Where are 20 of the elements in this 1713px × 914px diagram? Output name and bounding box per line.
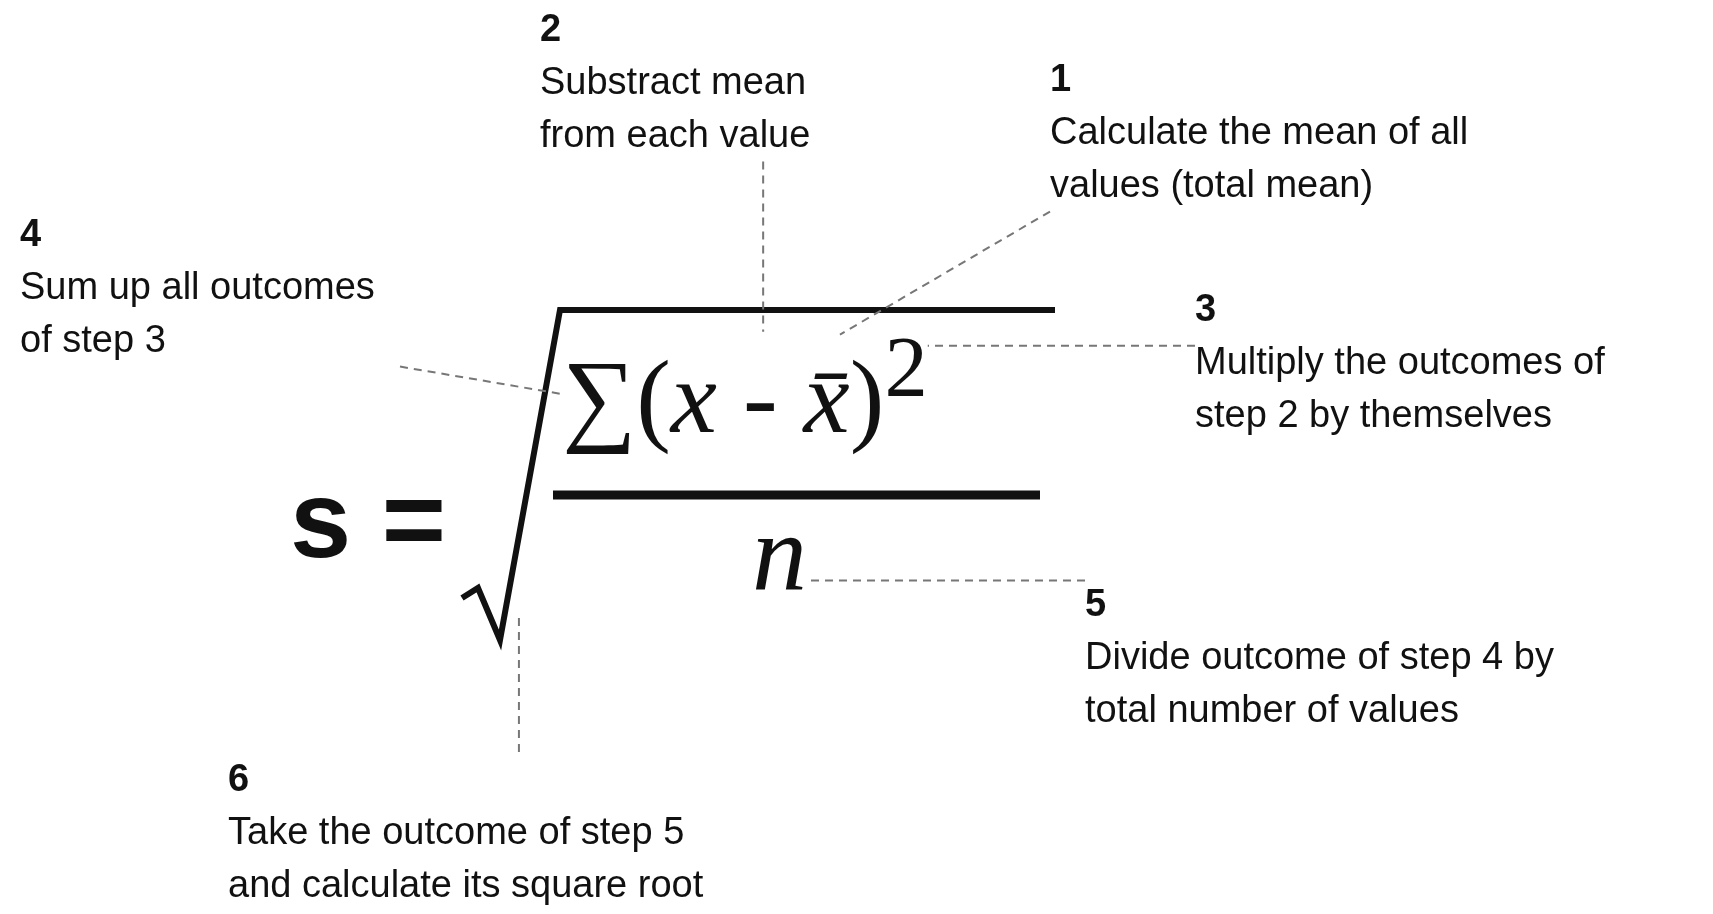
leader-line [838, 210, 1051, 336]
callout-number: 4 [20, 211, 42, 256]
callout-number: 2 [540, 6, 562, 51]
callout-text: Take the outcome of step 5 and calculate its square root [228, 809, 705, 908]
callout-text: Substract mean from each value [540, 59, 812, 158]
callout-text: Calculate the mean of all values (total mean) [1050, 109, 1470, 208]
callout-number: 5 [1085, 581, 1107, 626]
formula-numerator: ∑(x - x̄)$^{2}$ [562, 318, 928, 457]
leader-line [926, 344, 1196, 347]
callout-text: Sum up all outcomes of step 3 [20, 264, 376, 363]
callout-number: 6 [228, 756, 250, 801]
formula-denominator: n [752, 498, 807, 608]
callout-number: 3 [1195, 286, 1217, 331]
callout-text: Divide outcome of step 4 by total number of values [1085, 634, 1555, 733]
callout-number: 1 [1050, 56, 1072, 101]
radical-sign [460, 307, 1055, 651]
leader-line [399, 365, 563, 396]
callout-text: Multiply the outcomes of step 2 by themselves [1195, 339, 1606, 438]
leader-line [762, 160, 765, 333]
formula-text: s = [290, 456, 446, 582]
